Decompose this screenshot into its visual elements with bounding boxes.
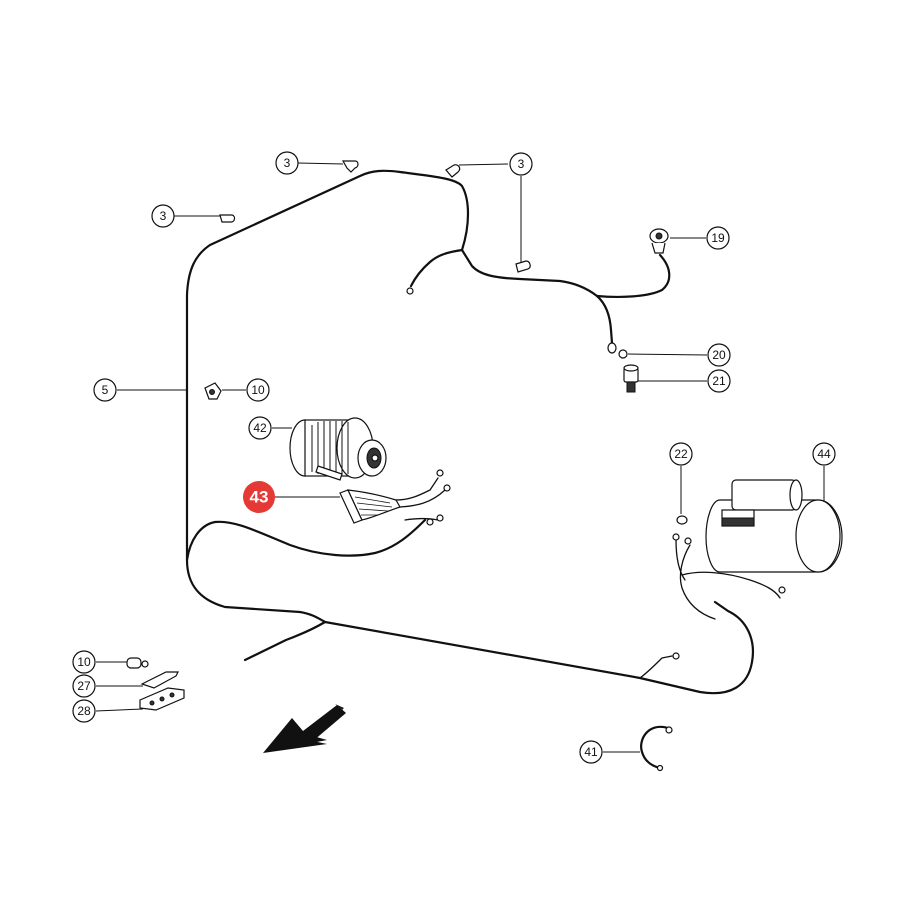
- callout-10-label: 10: [77, 655, 91, 669]
- arrow-forward-icon: [263, 704, 346, 753]
- callout-41[interactable]: 41: [579, 740, 603, 764]
- connector-22: [676, 515, 688, 525]
- ring-terminal-top: [406, 287, 414, 295]
- callout-19-label: 19: [711, 231, 725, 245]
- callout-43-label: 43: [250, 488, 269, 507]
- starter-lead-terminals: [672, 533, 786, 660]
- callout-5[interactable]: 5: [93, 378, 117, 402]
- starter-motor-44: [705, 479, 843, 573]
- callout-5-label: 5: [102, 383, 109, 397]
- bracket-27: [140, 671, 179, 689]
- alternator-42: [289, 417, 387, 481]
- callout-27-label: 27: [77, 679, 91, 693]
- clip-3-top-right: [445, 164, 461, 178]
- callout-3-top-right[interactable]: 3: [509, 152, 533, 176]
- callout-44-label: 44: [817, 447, 831, 461]
- callout-22-label: 22: [674, 447, 688, 461]
- clip-3-top-left: [341, 160, 359, 173]
- callout-28-label: 28: [77, 704, 91, 718]
- callout-20[interactable]: 20: [707, 343, 731, 367]
- callout-42-label: 42: [253, 421, 267, 435]
- callout-20-label: 20: [712, 348, 726, 362]
- callout-10-lower[interactable]: 10: [72, 650, 96, 674]
- callout-3-left[interactable]: 3: [151, 204, 175, 228]
- callout-3-label: 3: [518, 157, 525, 171]
- callout-41-label: 41: [584, 745, 598, 759]
- clip-3-left: [219, 214, 236, 223]
- grommet-10-upper: [204, 382, 222, 400]
- callout-28[interactable]: 28: [72, 699, 96, 723]
- callout-19[interactable]: 19: [706, 226, 730, 250]
- grommet-10-lower: [126, 657, 149, 669]
- connector-block-28: [139, 687, 185, 711]
- callout-21-label: 21: [712, 374, 726, 388]
- callout-43-highlighted[interactable]: 43: [243, 481, 275, 513]
- callout-22[interactable]: 22: [669, 442, 693, 466]
- callout-3-top-left[interactable]: 3: [275, 151, 299, 175]
- main-wiring-harness: [185, 169, 781, 695]
- callout-44[interactable]: 44: [812, 442, 836, 466]
- callout-3-label: 3: [284, 156, 291, 170]
- callout-21[interactable]: 21: [707, 369, 731, 393]
- sensor-21: [623, 364, 639, 393]
- callout-3-label: 3: [160, 209, 167, 223]
- connector-19: [649, 228, 669, 254]
- v-belt-43: [339, 469, 451, 526]
- retaining-ring-41: [640, 725, 673, 772]
- leader-lines: [95, 162, 825, 753]
- clip-3-right: [515, 260, 531, 273]
- callout-10-label: 10: [251, 383, 265, 397]
- callout-27[interactable]: 27: [72, 674, 96, 698]
- callout-42[interactable]: 42: [248, 416, 272, 440]
- connector-20: [607, 342, 628, 359]
- callout-10-upper[interactable]: 10: [246, 378, 270, 402]
